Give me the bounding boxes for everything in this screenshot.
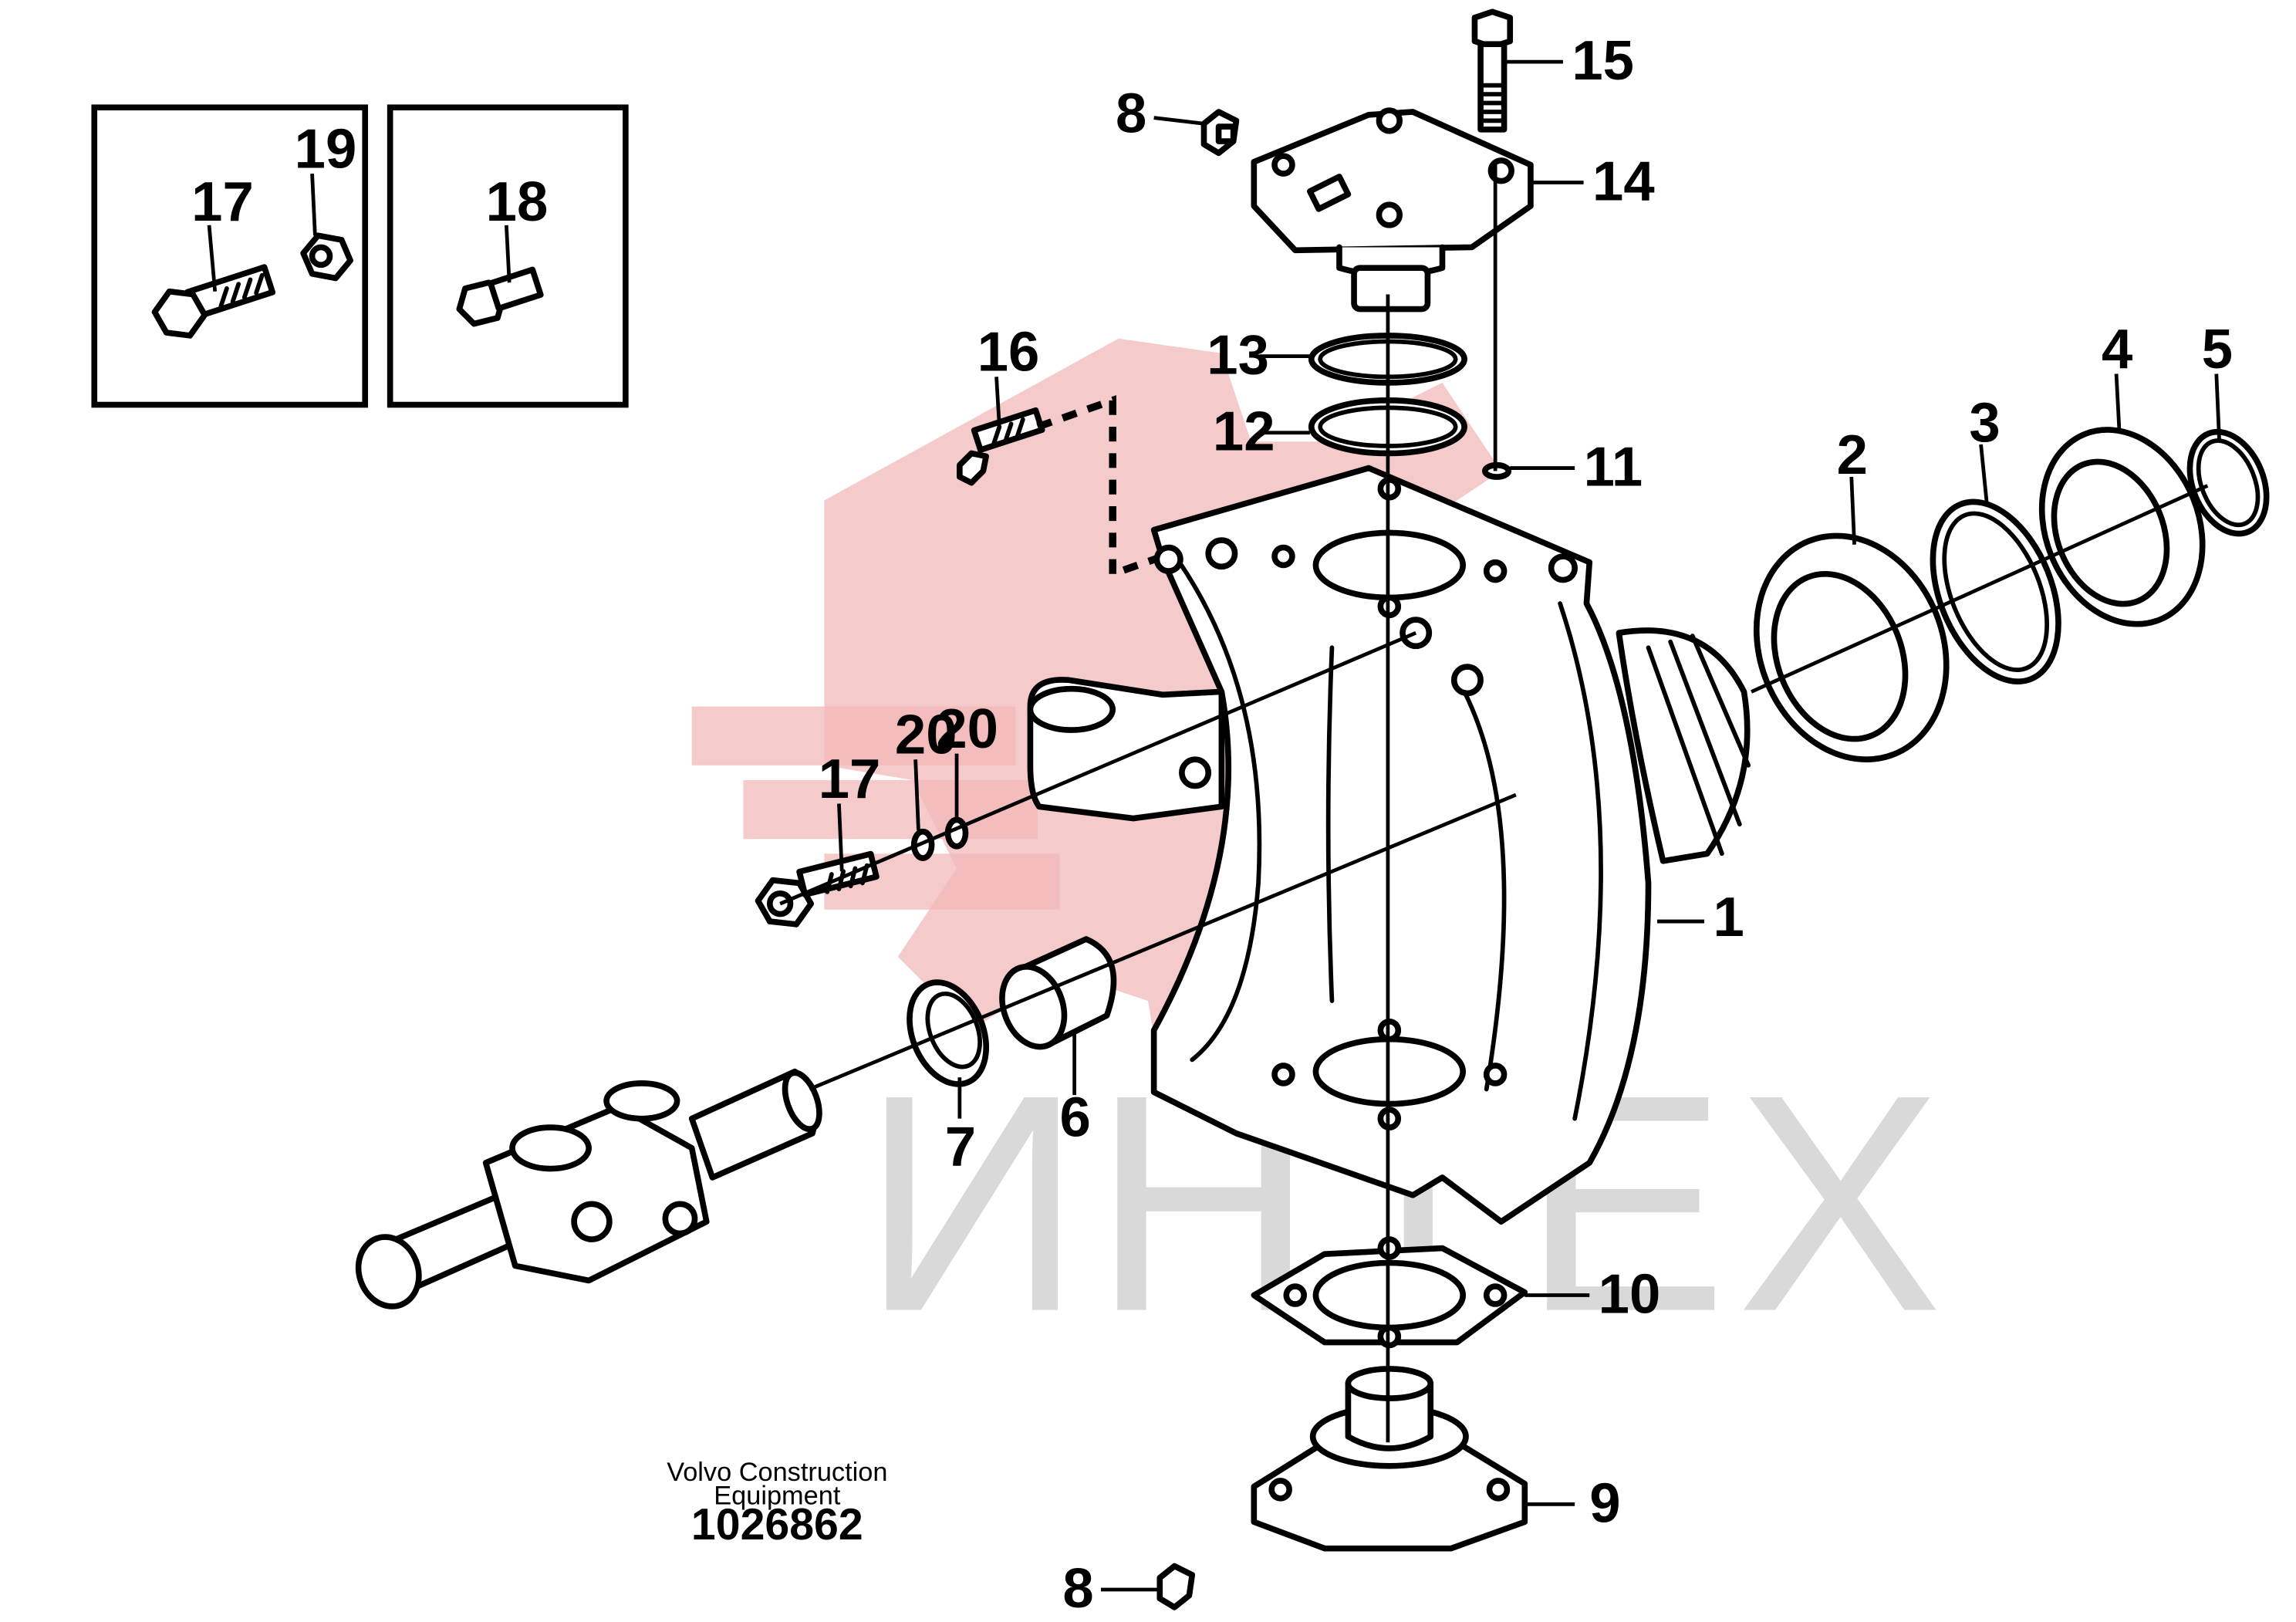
inset-box-plug: [387, 104, 629, 408]
top-cap-14: [1251, 107, 1534, 313]
callout-7: 7: [945, 1116, 976, 1178]
inset-box-bolt-nut: [91, 104, 369, 408]
callout-19: 19: [295, 117, 357, 180]
drawing-number: 1026862: [691, 1500, 863, 1549]
callout-14: 14: [1592, 150, 1655, 212]
callout-3: 3: [1969, 391, 2000, 454]
callout-4: 4: [2102, 318, 2132, 380]
caption-company-line2: Equipment: [714, 1481, 841, 1510]
assembly-axes: [779, 161, 2209, 1443]
callout-20b: 20: [936, 698, 998, 760]
callout-10: 10: [1599, 1262, 1661, 1325]
nut-19-inset: [300, 232, 353, 282]
caption-company-line1: Volvo Construction: [667, 1458, 887, 1487]
callout-15: 15: [1572, 29, 1634, 92]
ring-5: [2186, 428, 2270, 537]
callout-8-top: 8: [1116, 83, 1146, 145]
callout-18: 18: [486, 171, 549, 233]
universal-joint-shaft: [355, 1068, 822, 1309]
grease-nipple-16: [957, 407, 1045, 486]
callout-20a: 20: [895, 704, 957, 766]
grease-nipple-8-top: [1200, 109, 1240, 157]
seal-4: [2038, 427, 2206, 627]
callout-17-inset: 17: [191, 171, 254, 233]
grease-nipple-8-bottom: [1156, 1563, 1196, 1610]
callout-11: 11: [1584, 435, 1643, 498]
callout-16: 16: [977, 321, 1040, 384]
callout-9: 9: [1589, 1472, 1620, 1534]
callout-5: 5: [2202, 318, 2233, 380]
drawing-caption: Volvo Construction Equipment 1026862: [667, 1458, 887, 1549]
bolt-17-inset: [151, 264, 276, 339]
callout-13: 13: [1207, 323, 1269, 386]
callout-1: 1: [1713, 886, 1744, 948]
ring-3: [1930, 498, 2061, 685]
leader-lines: [837, 59, 2221, 1592]
callout-labels: 1 2 3 4 5 6 7 8 8 9 10 11 12 13 14 15 16…: [191, 29, 2233, 1620]
callout-2: 2: [1837, 424, 1868, 486]
bushing-6: [999, 936, 1117, 1050]
plug-18-inset: [456, 266, 544, 327]
bottom-cap-9: [1251, 1366, 1528, 1552]
callout-12: 12: [1213, 400, 1275, 463]
callout-8-bottom: 8: [1062, 1557, 1093, 1620]
lube-path-16: [1036, 395, 1164, 580]
bolt-15: [1471, 8, 1514, 133]
knuckle-housing-1: [1027, 465, 1751, 1225]
callout-6: 6: [1060, 1086, 1091, 1149]
callout-17-main: 17: [819, 748, 881, 810]
